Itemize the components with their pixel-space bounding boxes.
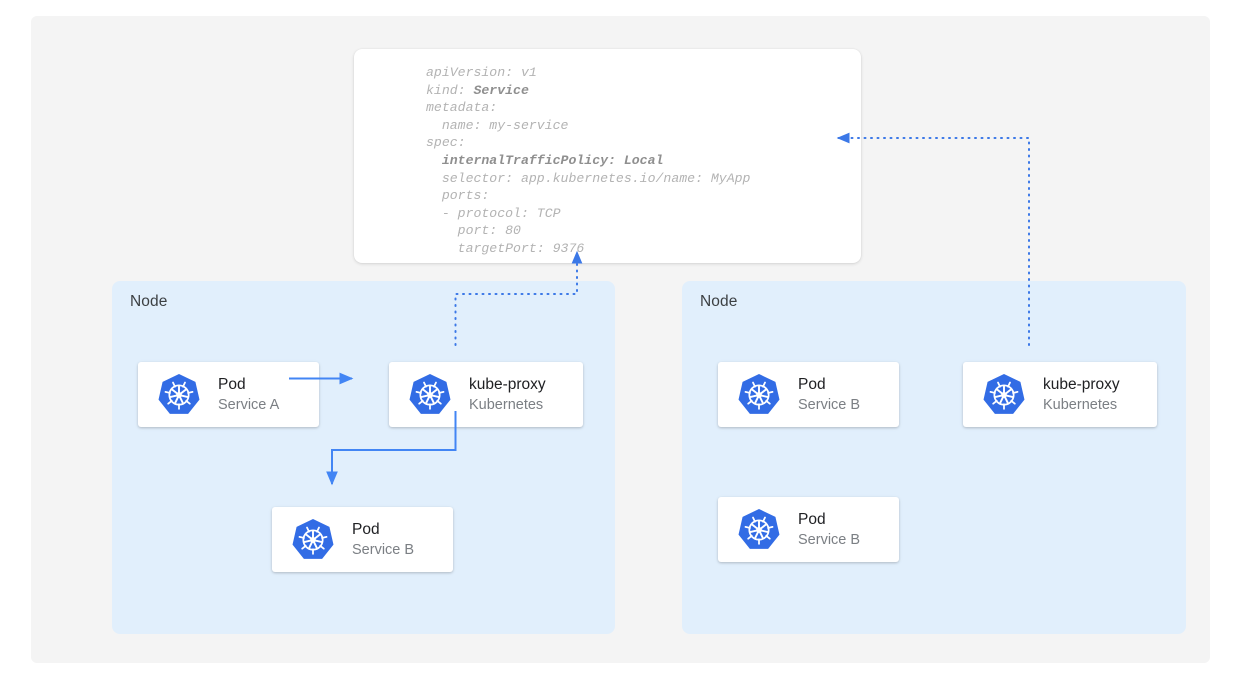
node-panel-left: Node	[112, 281, 615, 634]
manifest-line: selector: app.kubernetes.io/name: MyApp	[426, 170, 751, 186]
card-subtitle: Kubernetes	[469, 396, 544, 413]
card-subtitle: Service B	[352, 541, 415, 558]
kubernetes-logo-icon	[738, 508, 780, 551]
card-subtitle: Service A	[218, 396, 280, 413]
kubernetes-logo-icon	[409, 373, 451, 416]
kubernetes-logo-icon	[292, 518, 334, 561]
node-panel-right: Node	[682, 281, 1186, 634]
manifest-line: targetPort: 9376	[426, 240, 585, 256]
card-title: Pod	[218, 375, 246, 393]
card-pod-service-b-left[interactable]: Pod Service B	[272, 507, 453, 572]
manifest-line: port: 80	[426, 223, 521, 239]
card-pod-service-b-right-lower[interactable]: Pod Service B	[718, 497, 899, 562]
card-title: kube-proxy	[469, 375, 546, 393]
node-label-right: Node	[700, 293, 738, 310]
manifest-line: apiVersion: v1	[426, 65, 537, 80]
service-manifest-card: apiVersion: v1 kind: Service metadata: nam…	[354, 49, 861, 263]
card-title: Pod	[352, 520, 380, 538]
card-title: Pod	[798, 510, 826, 528]
diagram-canvas: apiVersion: v1 kind: Service metadata: nam…	[31, 16, 1210, 663]
card-pod-service-b-right-upper[interactable]: Pod Service B	[718, 362, 899, 427]
card-kube-proxy-left[interactable]: kube-proxy Kubernetes	[389, 362, 583, 427]
service-manifest-code: apiVersion: v1 kind: Service metadata: nam…	[426, 64, 750, 258]
manifest-line: internalTrafficPolicy: Local	[441, 152, 664, 168]
manifest-line: spec:	[426, 135, 466, 151]
kubernetes-logo-icon	[983, 373, 1025, 416]
kubernetes-logo-icon	[738, 373, 780, 416]
manifest-line: - protocol: TCP	[426, 205, 561, 221]
card-subtitle: Kubernetes	[1043, 396, 1118, 413]
manifest-line: ports:	[426, 188, 490, 204]
manifest-line: metadata:	[426, 100, 498, 116]
card-title: Pod	[798, 375, 826, 393]
card-pod-service-a[interactable]: Pod Service A	[138, 362, 319, 427]
card-title: kube-proxy	[1043, 375, 1120, 393]
node-label-left: Node	[130, 293, 168, 310]
card-subtitle: Service B	[798, 396, 861, 413]
card-subtitle: Service B	[798, 531, 861, 548]
manifest-line: kind: Service	[426, 82, 529, 98]
manifest-line: name: my-service	[426, 117, 569, 133]
kubernetes-logo-icon	[158, 373, 200, 416]
card-kube-proxy-right[interactable]: kube-proxy Kubernetes	[963, 362, 1157, 427]
